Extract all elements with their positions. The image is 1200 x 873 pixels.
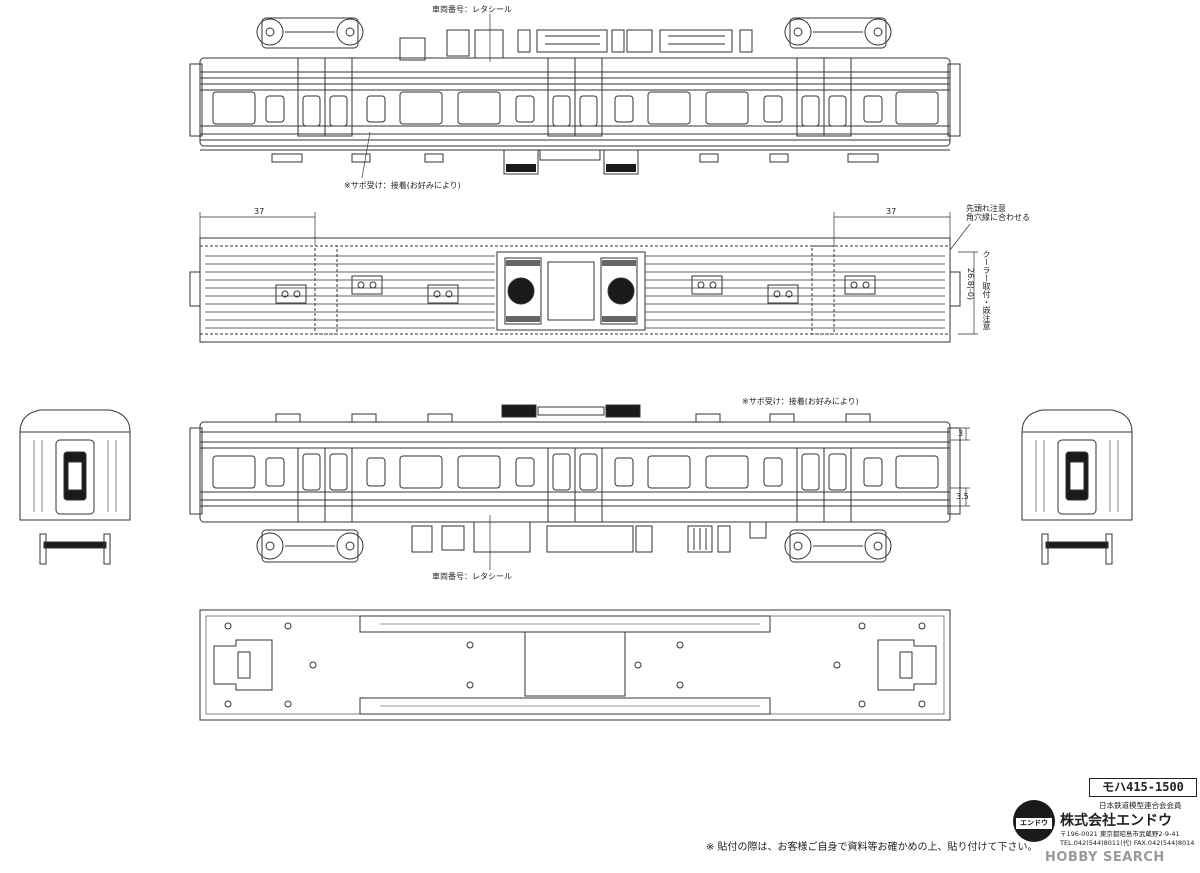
- roof-equipment-top: [399, 29, 753, 61]
- underfloor-top: [271, 149, 879, 175]
- floor-trucks: [213, 639, 937, 691]
- model-number: モハ415-1500: [1089, 778, 1197, 797]
- roof-end-right: [949, 271, 961, 307]
- floor-rails-bottom: [359, 697, 771, 715]
- windows-bottom: [212, 455, 939, 489]
- end-view-left: [19, 409, 131, 565]
- roof-note-1: 先頭れ注意: [966, 204, 1006, 213]
- company-name: 株式会社エンドウ: [1060, 813, 1172, 829]
- bogie-top-right: [784, 17, 892, 49]
- car-number-label-top: 車両番号：レタシール: [432, 5, 512, 14]
- floor-outline: [199, 609, 951, 721]
- roof-vents: [275, 275, 876, 304]
- side-view-top: [189, 14, 961, 179]
- watermark: HOBBY SEARCH: [1045, 850, 1165, 865]
- bogie-top-left: [256, 17, 364, 49]
- sabo-note-top: ※サボ受け：接着(お好みにより): [344, 181, 461, 190]
- roof-note-2: 角穴縁に合わせる: [966, 213, 1030, 222]
- end-view-right: [1021, 409, 1133, 565]
- dim-lines-side: [950, 427, 970, 507]
- company-association: 日本鉄道模型連合会会員: [1099, 801, 1182, 810]
- end-left-top: [189, 63, 203, 137]
- windows-top: [212, 91, 939, 125]
- bogie-bottom-right: [784, 529, 892, 563]
- dim-vertical-label: 26.8(-0): [966, 268, 975, 301]
- bogie-bottom-left: [256, 529, 364, 563]
- doors-top: [297, 57, 852, 137]
- logo-text: エンドウ: [1016, 818, 1052, 829]
- roof-equipment-bottom: [275, 404, 871, 423]
- company-address: 〒196-0021 東京都昭島市武蔵野2-9-41: [1060, 830, 1180, 838]
- company-phone: TEL.042(544)8011(代) FAX.042(544)8014: [1060, 839, 1195, 847]
- sabo-note-side: ※サボ受け：接着(お好みにより): [742, 397, 859, 406]
- application-notice: ※ 貼付の際は、お客様ご自身で資料等お確かめの上、貼り付けて下さい。: [706, 842, 1038, 853]
- dim-3-5-label: 3.5: [956, 492, 969, 501]
- car-number-label-bottom: 車両番号：レタシール: [432, 572, 512, 581]
- floor-holes: [224, 622, 926, 708]
- cooler-note: クーラー取付・嵌注意: [982, 250, 991, 330]
- floor-center-plate: [524, 631, 626, 697]
- end-right-top: [947, 63, 961, 137]
- dim-right-label: 37: [886, 207, 897, 216]
- roof-view: [189, 212, 978, 343]
- floor-view: [199, 609, 951, 721]
- underfloor-bottom: [411, 521, 767, 553]
- floor-rails-top: [359, 615, 771, 633]
- dim-lines-roof: [199, 212, 978, 335]
- roof-end-left: [189, 271, 201, 307]
- doors-bottom: [297, 447, 852, 523]
- dim-left-label: 37: [254, 207, 265, 216]
- end-left-bottom: [189, 427, 203, 515]
- dim-3-label: 3: [958, 429, 964, 438]
- roof-cooler: [496, 251, 646, 331]
- roof-outline: [199, 237, 951, 343]
- side-view-bottom: [189, 404, 970, 570]
